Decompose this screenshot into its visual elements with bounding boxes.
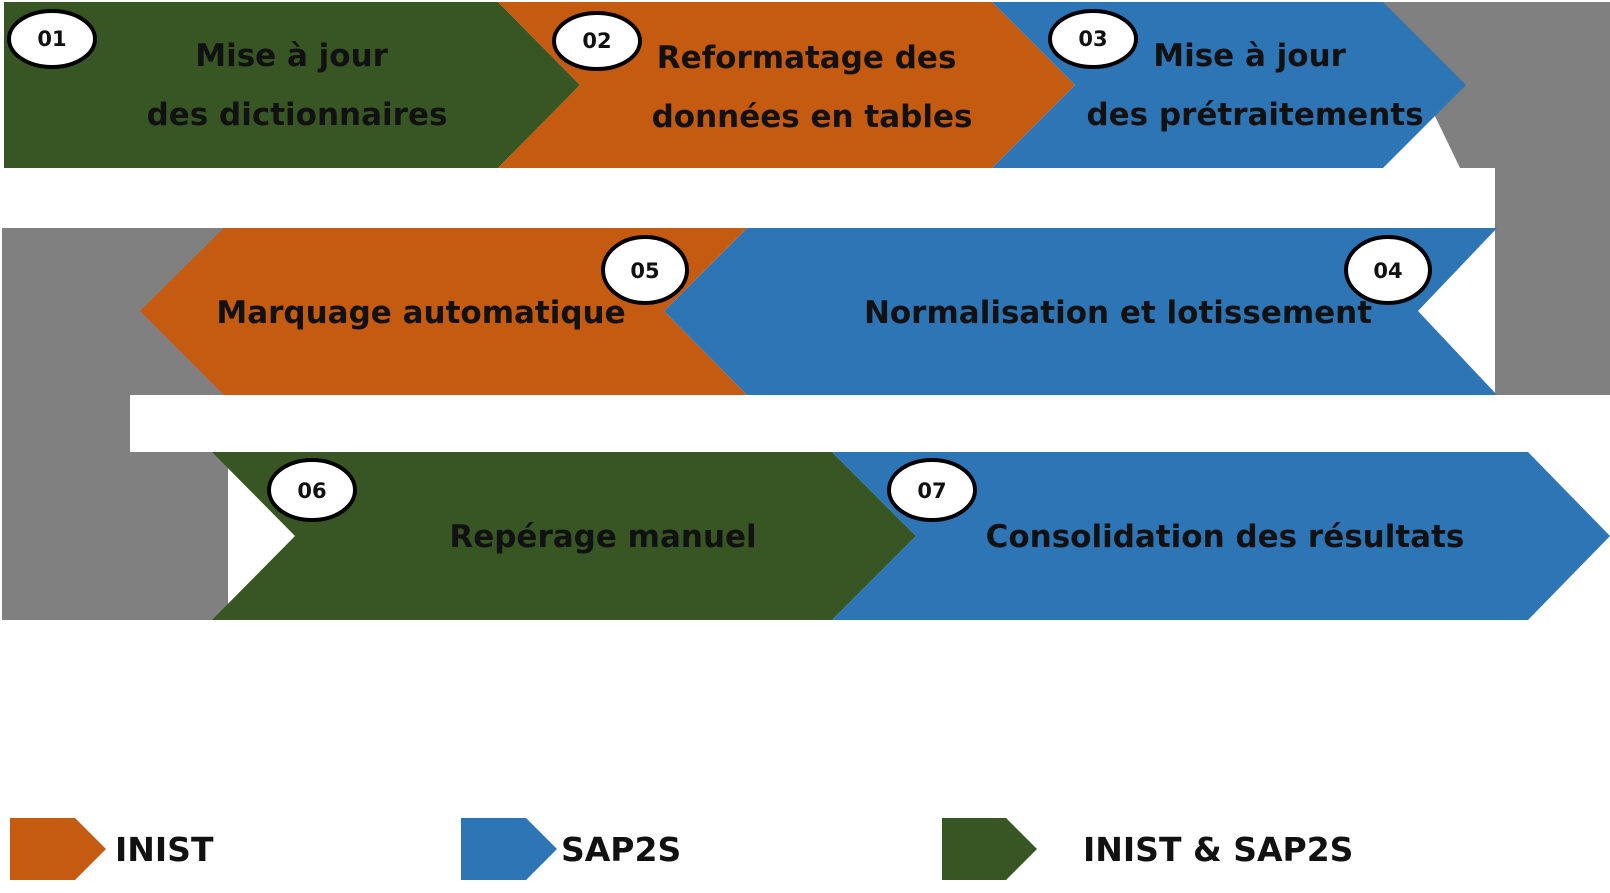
step-07: Consolidation des résultats [832,452,1610,620]
step-02: Reformatage des données en tables [498,2,1075,168]
step-01-line-2: des dictionnaires [147,97,448,133]
badge-01-oval [7,9,97,69]
step-04-chevron [664,228,1497,395]
step-03-text: Mise à jour des prétraitements [1086,38,1423,133]
badge-04: 04 [1344,235,1432,305]
badge-01-number: 01 [37,27,66,51]
step-02-line-1: Reformatage des [657,40,957,76]
badge-05: 05 [601,235,689,305]
step-01: Mise à jour des dictionnaires [4,2,580,168]
legend-item-inist: INIST [10,818,214,880]
badge-03-number: 03 [1078,27,1107,51]
step-06-line-1: Repérage manuel [449,519,756,555]
step-02-chevron [498,2,1075,168]
badge-05-number: 05 [630,259,659,283]
step-04-line-1: Normalisation et lotissement [864,295,1372,331]
step-01-chevron [4,2,580,168]
step-04: Normalisation et lotissement [664,228,1497,395]
step-01-line-1: Mise à jour [195,38,388,74]
step-05-chevron [140,228,747,395]
step-03-line-1: Mise à jour [1153,38,1346,74]
step-01-text: Mise à jour des dictionnaires [147,38,448,133]
step-06-chevron [212,452,916,620]
step-04-text: Normalisation et lotissement [864,295,1372,331]
badge-02-number: 02 [582,29,611,53]
step-02-line-2: données en tables [652,99,973,135]
badge-06: 06 [267,458,357,522]
step-06: Repérage manuel [212,452,916,620]
legend-item-both: INIST & SAP2S [942,818,1353,880]
legend-swatch-both [942,818,1037,880]
step-07-line-1: Consolidation des résultats [986,519,1465,555]
legend-swatch-sap2s [461,818,557,880]
step-05: Marquage automatique [140,228,747,395]
step-03-line-2: des prétraitements [1086,97,1423,133]
badge-06-oval [267,458,357,522]
badge-03: 03 [1048,9,1138,69]
legend-label-inist: INIST [115,830,214,869]
badge-02: 02 [552,11,642,71]
legend-swatch-inist [10,818,106,880]
step-07-text: Consolidation des résultats [986,519,1465,555]
legend-item-sap2s: SAP2S [461,818,681,880]
badge-07: 07 [887,458,977,522]
badge-07-oval [887,458,977,522]
legend: INIST SAP2S INIST & SAP2S [10,818,1353,880]
step-05-text: Marquage automatique [216,295,625,331]
badge-06-number: 06 [297,479,326,503]
step-05-line-1: Marquage automatique [216,295,625,331]
badge-02-oval [552,11,642,71]
step-07-chevron [832,452,1610,620]
badge-03-oval [1048,9,1138,69]
legend-label-sap2s: SAP2S [561,830,681,869]
badge-04-oval [1344,235,1432,305]
badge-04-number: 04 [1373,259,1402,283]
step-06-text: Repérage manuel [449,519,756,555]
badge-05-oval [601,235,689,305]
step-02-text: Reformatage des données en tables [652,40,973,135]
badge-01: 01 [7,9,97,69]
legend-label-both: INIST & SAP2S [1083,830,1353,869]
badge-07-number: 07 [917,479,946,503]
